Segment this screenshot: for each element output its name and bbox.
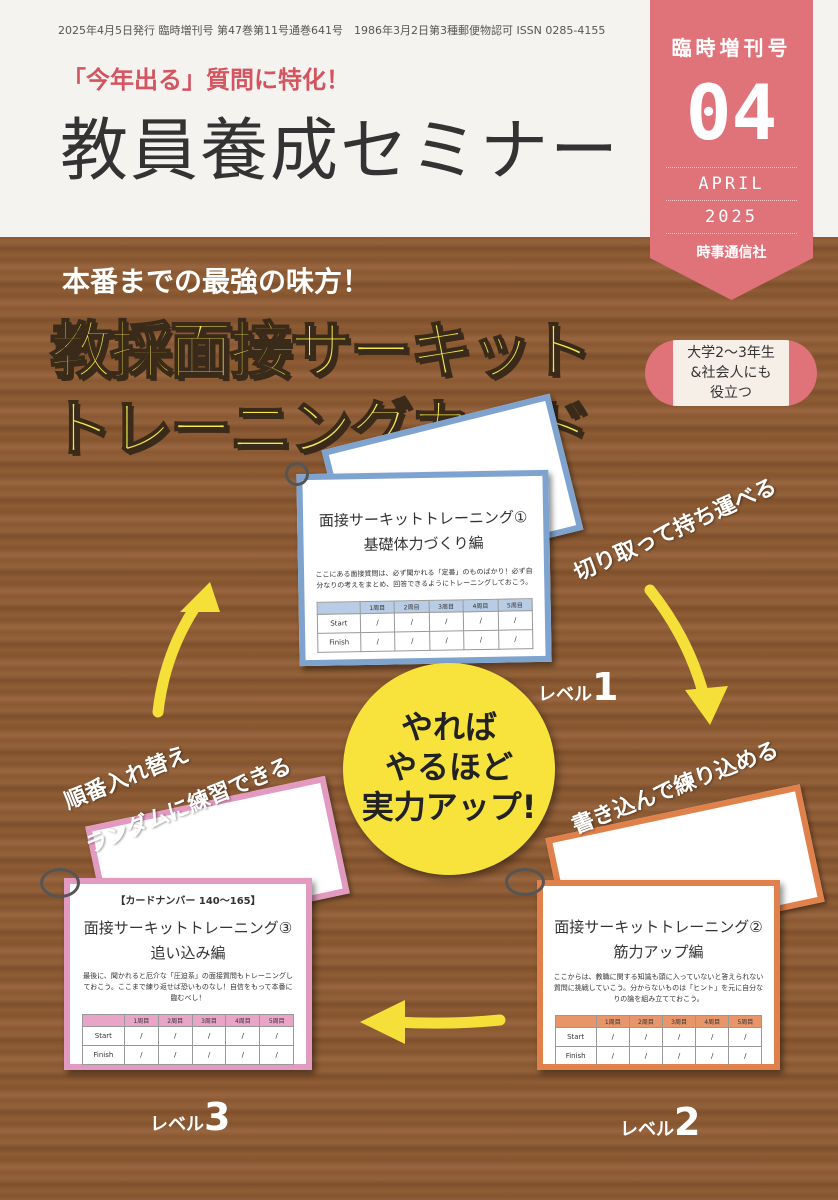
level-number: 1	[592, 665, 619, 709]
subheadline: 本番までの最強の味方！	[62, 265, 371, 298]
table-corner	[81, 1014, 125, 1027]
card-title: 面接サーキットトレーニング②	[554, 918, 763, 936]
publication-info: 2025年4月5日発行 臨時増刊号 第47巻第11号通巻641号 1986年3月…	[58, 24, 606, 37]
binder-ring	[285, 462, 309, 486]
divider	[666, 233, 797, 234]
training-card-3: 【カードナンバー 140〜165】 面接サーキットトレーニング③ 追い込み編 最…	[64, 878, 312, 1070]
level-text: レベル	[538, 684, 592, 705]
publisher: 時事通信社	[696, 245, 767, 261]
level-number: 2	[674, 1100, 701, 1144]
pill-line: 大学2〜3年生	[687, 345, 775, 361]
round-header: 1周目	[123, 1014, 159, 1027]
level-3-label: レベル3	[150, 1095, 230, 1139]
card-subtitle: 追い込み編	[150, 944, 226, 962]
divider	[666, 200, 797, 201]
level-2-label: レベル2	[620, 1100, 700, 1144]
issue-month: APRIL	[698, 174, 765, 194]
arrowhead-icon	[360, 1000, 405, 1044]
arrow-curve-right	[644, 584, 711, 706]
table-row: Finish/////	[81, 1045, 295, 1065]
card-description: 最後に、聞かれると厄介な「圧迫系」の面接質問もトレーニングしておこう。ここまで練…	[83, 972, 293, 1002]
level-1-label: レベル1	[538, 665, 618, 709]
level-number: 3	[204, 1095, 231, 1139]
binder-ring	[40, 868, 80, 898]
tagline: 「今年出る」質問に特化！	[62, 66, 350, 94]
motto-line: やるほど	[384, 748, 513, 786]
arrow-curve-bottom	[389, 1014, 506, 1029]
round-header: 2周目	[628, 1015, 664, 1028]
motto-line: やれば	[400, 708, 497, 746]
round-header: 3周目	[191, 1014, 227, 1027]
special-issue-label: 臨時増刊号	[671, 36, 792, 60]
magazine-title: 教員養成セミナー	[60, 112, 621, 191]
card-number-range: 【カードナンバー 140〜165】	[115, 896, 261, 907]
issue-badge: 臨時増刊号 04 APRIL 2025 時事通信社	[650, 0, 813, 300]
row-label: Finish	[81, 1045, 125, 1065]
table-row: Finish/////	[554, 1046, 763, 1066]
issue-year: 2025	[705, 207, 758, 227]
audience-pill: 大学2〜3年生 &社会人にも 役立つ	[645, 340, 817, 406]
headline-line1: 教採面接サーキット	[49, 313, 593, 388]
training-card-2: 面接サーキットトレーニング② 筋力アップ編 ここからは、教職に関する知識も頭に入…	[537, 880, 780, 1070]
pill-line: 役立つ	[710, 385, 752, 401]
card-title: 面接サーキットトレーニング③	[83, 919, 293, 937]
pill-line: &社会人にも	[690, 365, 772, 381]
issue-number: 04	[685, 68, 778, 157]
motto-line: 実力アップ!	[361, 788, 537, 826]
round-header: 4周目	[225, 1014, 261, 1027]
divider	[666, 167, 797, 168]
round-header: 5周目	[259, 1014, 295, 1027]
card-description: ここからは、教職に関する知識も頭に入っていないと答えられない質問に挑戦していこう…	[553, 973, 764, 1003]
date-cell[interactable]: /	[728, 1046, 763, 1066]
row-label: Finish	[554, 1046, 597, 1066]
arrow-curve-left	[152, 594, 206, 718]
card-subtitle: 筋力アップ編	[613, 943, 704, 961]
level-text: レベル	[620, 1119, 674, 1140]
arrowhead-icon	[180, 582, 220, 612]
date-cell[interactable]: /	[259, 1045, 295, 1065]
binder-ring	[505, 868, 545, 896]
level-text: レベル	[150, 1114, 204, 1135]
arrowhead-icon	[685, 686, 728, 725]
motto-circle: やれば やるほど 実力アップ!	[343, 663, 555, 875]
table-row: Start/////	[81, 1026, 295, 1046]
